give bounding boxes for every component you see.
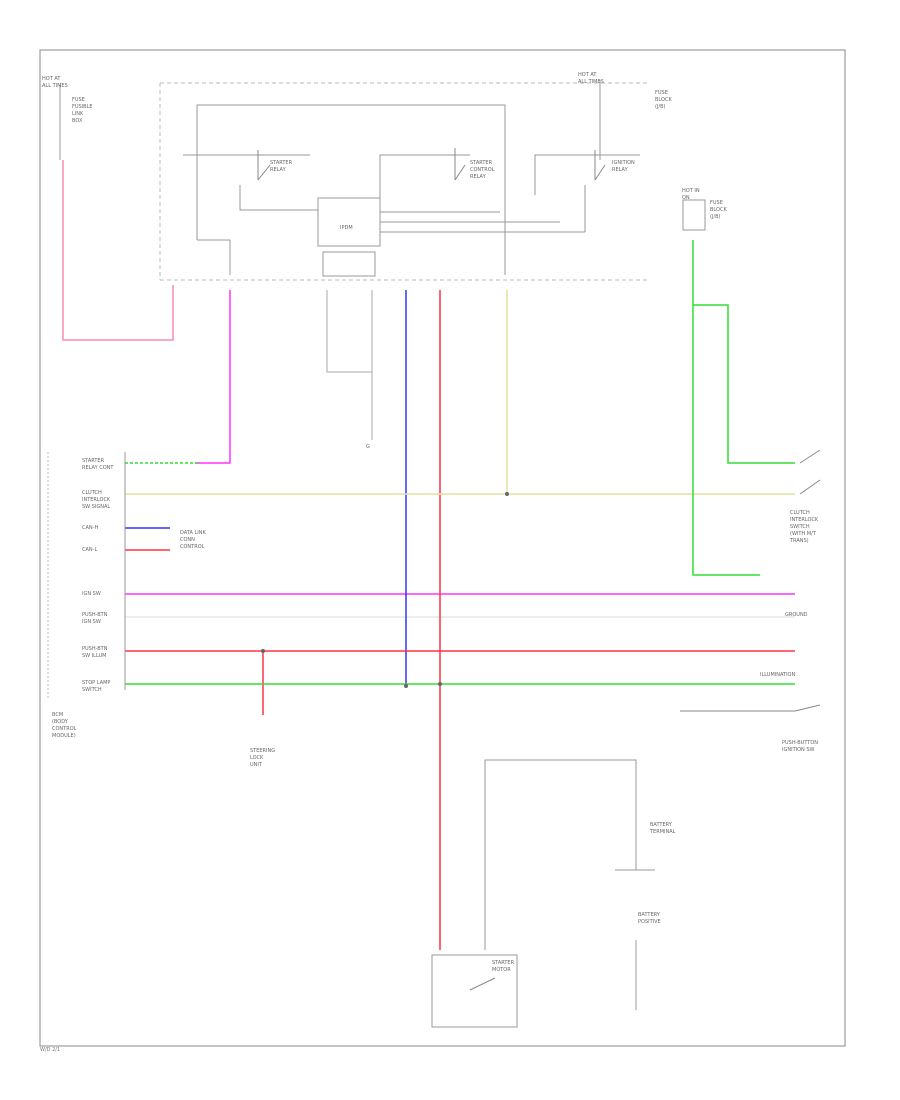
starter-motor-label: STARTER MOTOR xyxy=(492,960,515,973)
ipdm-label: IPDM xyxy=(340,225,353,231)
splice-points xyxy=(261,492,509,688)
starter-contact xyxy=(469,977,496,991)
fuse-mid-label: FUSE BLOCK (J/B) xyxy=(655,90,672,110)
pin-6-label: PUSH-BTN IGN SW xyxy=(82,612,108,625)
pin-7-label: PUSH-BTN SW ILLUM xyxy=(82,646,108,659)
wire-battery-terminal xyxy=(484,759,637,950)
fuse-left-label: FUSE FUSIBLE LINK BOX xyxy=(72,97,93,124)
relay-contacts xyxy=(257,148,606,181)
wire-green-right-2 xyxy=(693,304,795,464)
ipdm-frame xyxy=(159,82,650,281)
hot-left-label: HOT AT ALL TIMES xyxy=(42,76,68,89)
pin-2-label: CLUTCH INTERLOCK SW SIGNAL xyxy=(82,490,111,510)
hot-right-label: HOT IN ON xyxy=(682,188,700,201)
battery-positive-label: BATTERY POSITIVE xyxy=(638,912,661,925)
hot-mid-label: HOT AT ALL TIMES xyxy=(578,72,604,85)
relay-1-label: STARTER RELAY xyxy=(270,160,293,173)
right-switches xyxy=(680,449,821,712)
battery-terminal-label: BATTERY TERMINAL xyxy=(650,822,676,835)
fuse-right-box xyxy=(682,199,706,231)
bcm-label: BCM (BODY CONTROL MODULE) xyxy=(52,712,77,739)
ground-switch-label: GROUND xyxy=(785,612,808,618)
illumination-label: ILLUMINATION xyxy=(760,672,796,678)
ground-bottom-label: G xyxy=(366,444,370,450)
footer-label: W/D 2/1 xyxy=(40,1047,61,1053)
push-switch-label: PUSH-BUTTON IGNITION SW xyxy=(782,740,819,753)
wire-magenta-starter-relay xyxy=(195,290,231,464)
relay-2-label: STARTER CONTROL RELAY xyxy=(470,160,495,180)
wire-green-right xyxy=(692,240,760,576)
relay-3-label: IGNITION RELAY xyxy=(612,160,635,173)
steering-lock-label: STEERING LOCK UNIT xyxy=(250,748,276,768)
starter-motor-box xyxy=(431,954,518,1028)
data-link-label: DATA LINK CONN CONTROL xyxy=(180,530,206,550)
pin-3-label: CAN-H xyxy=(82,525,99,531)
pin-5-label: IGN SW xyxy=(82,591,101,597)
pin-4-label: CAN-L xyxy=(82,547,98,553)
fuse-right-label: FUSE BLOCK (J/B) xyxy=(710,200,727,220)
diagram-border xyxy=(39,49,846,1047)
wire-pink-battery xyxy=(62,160,174,341)
pin-1-label: STARTER RELAY CONT xyxy=(82,458,114,471)
wire-grey-ground xyxy=(326,290,373,373)
clutch-switch-label: CLUTCH INTERLOCK SWITCH (WITH M/T TRANS) xyxy=(790,510,819,544)
pin-8-label: STOP LAMP SWITCH xyxy=(82,680,111,693)
relay-box-outlines xyxy=(59,80,640,277)
